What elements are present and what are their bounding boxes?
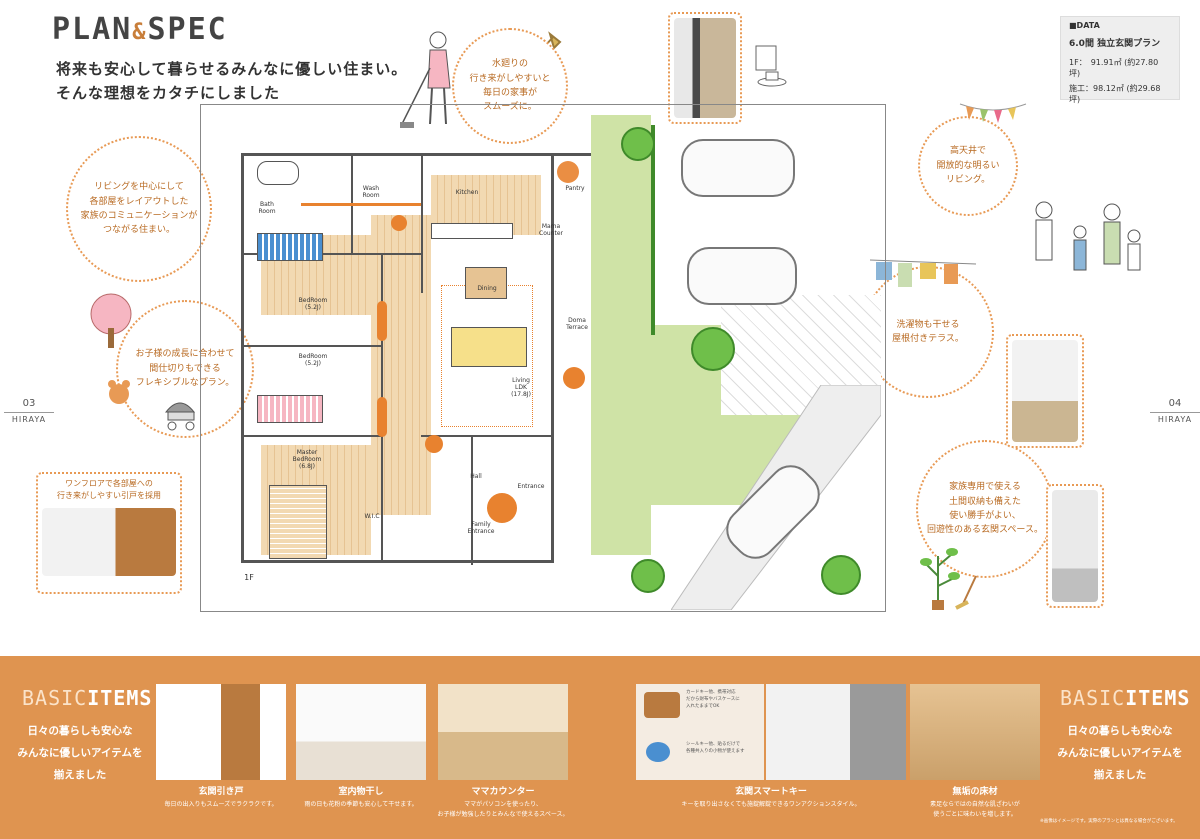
- data-box: ■DATA 6.0間 独立玄関プラン 1F： 91.91㎡ (約27.80 坪)…: [1060, 16, 1180, 104]
- bubble-ceiling: 高天井で 開放的な明るい リビング。: [918, 116, 1018, 216]
- tree-illustration: [90, 293, 132, 348]
- bubble-entrance: 家族専用で使える 土間収納も備えた 使い勝手がよい、 回遊性のある玄関スペース。: [916, 440, 1054, 578]
- item-desc-5: 素足ならではの自然な肌ざわいが 使うごとに味わいを増します。: [930, 801, 1020, 818]
- basic-items-band: BASICITEMS 日々の暮らしも安心なみんなに優しいアイテムを揃えました B…: [0, 656, 1200, 839]
- lead-line-1: 将来も安心して暮らせるみんなに優しい住まい。: [56, 60, 408, 78]
- plant-illustration: [920, 548, 977, 610]
- room-wic: W.I.C: [364, 513, 380, 520]
- footnote: ※画像はイメージです。実際のプランとは異なる場合がございます。: [1040, 819, 1178, 824]
- floor-label: 1F: [244, 573, 254, 582]
- room-master-bedroom: Master BedRoom (6.8J): [292, 449, 322, 470]
- bubble-living-center: リビングを中心にして 各部屋をレイアウトした 家族のコミュニケーションが つなが…: [66, 136, 212, 282]
- family-illustration: [1035, 201, 1141, 271]
- laundry-illustration: [869, 259, 977, 287]
- pantry-photo: [668, 12, 742, 124]
- room-bedroom-1: BedRoom (5.2J): [298, 297, 328, 311]
- room-bedroom-2: BedRoom (5.2J): [298, 353, 328, 367]
- room-bath: Bath Room: [258, 201, 276, 215]
- room-pantry: Pantry: [565, 185, 585, 192]
- page-title: PLAN&SPEC: [52, 12, 228, 47]
- room-living: Living LDK (17.8J): [511, 377, 531, 398]
- bubble-water: 水廻りの 行き来がしやすいと 毎日の家事が スムーズに。: [452, 28, 568, 144]
- woman-vacuum-illustration: [400, 31, 451, 128]
- bear-illustration: [108, 380, 130, 404]
- room-hall: Hall: [470, 473, 482, 480]
- room-doma-terrace: Doma Terrace: [566, 317, 588, 331]
- item-title-3: ママカウンター: [471, 787, 535, 797]
- item-desc-2: 雨の日も花粉の季節も安心して干せます。: [304, 801, 418, 808]
- stroller-illustration: [164, 402, 196, 431]
- item-desc-4: キーを取り出さなくても施錠解錠できるワンアクションスタイル。: [681, 801, 861, 808]
- room-kitchen: Kitchen: [455, 189, 479, 196]
- room-mama-counter: Mama Counter: [539, 223, 563, 237]
- coffee-illustration: [755, 45, 787, 87]
- item-image-smartkey-2: [766, 684, 906, 780]
- room-entrance: Entrance: [517, 483, 545, 490]
- oneroom-panel: ワンフロアで各部屋への 行き来がしやすい引戸を採用: [36, 472, 182, 594]
- item-title-4: 玄関スマートキー: [735, 787, 807, 797]
- item-title-2: 室内物干し: [338, 787, 384, 797]
- item-image-wood-floor: [910, 684, 1040, 780]
- item-desc-1: 毎日の出入りもスムーズでラクラクです。: [164, 801, 278, 808]
- basic-items-label-right: BASICITEMS: [1060, 686, 1191, 710]
- basic-items-sub-left: 日々の暮らしも安心なみんなに優しいアイテムを揃えました: [17, 725, 143, 782]
- garland-illustration: [959, 103, 1027, 123]
- item-title-1: 玄関引き戸: [198, 787, 244, 797]
- room-dining: Dining: [477, 285, 497, 292]
- item-title-5: 無垢の床材: [952, 787, 998, 797]
- basic-items-sub-right: 日々の暮らしも安心なみんなに優しいアイテムを揃えました: [1057, 725, 1183, 782]
- room-wash: Wash Room: [362, 185, 380, 199]
- item-image-mama-counter: [438, 684, 568, 780]
- item-desc-3: ママがパソコンを使ったり、 お子様が勉強したりとみんなで使えるスペース。: [437, 801, 569, 818]
- room-family-entrance: Family Entrance: [467, 521, 495, 535]
- lead-line-2: そんな理想をカタチにしました: [56, 84, 281, 102]
- basic-items-label-left: BASICITEMS: [22, 686, 153, 710]
- entrance-photo-1: [1006, 334, 1084, 448]
- entrance-photo-2: [1046, 484, 1104, 608]
- item-image-smartkey-1: カードキー他、携帯対応 だから財布やバスケースに 入れたままでOK シールキー他…: [636, 684, 764, 780]
- item-image-sliding-door: [156, 684, 286, 780]
- floor-plan: Bath Room Wash Room Kitchen Pantry Mama …: [200, 104, 886, 612]
- item-image-indoor-drying: [296, 684, 426, 780]
- bubble-terrace: 洗濯物も干せる 屋根付きテラス。: [862, 266, 994, 398]
